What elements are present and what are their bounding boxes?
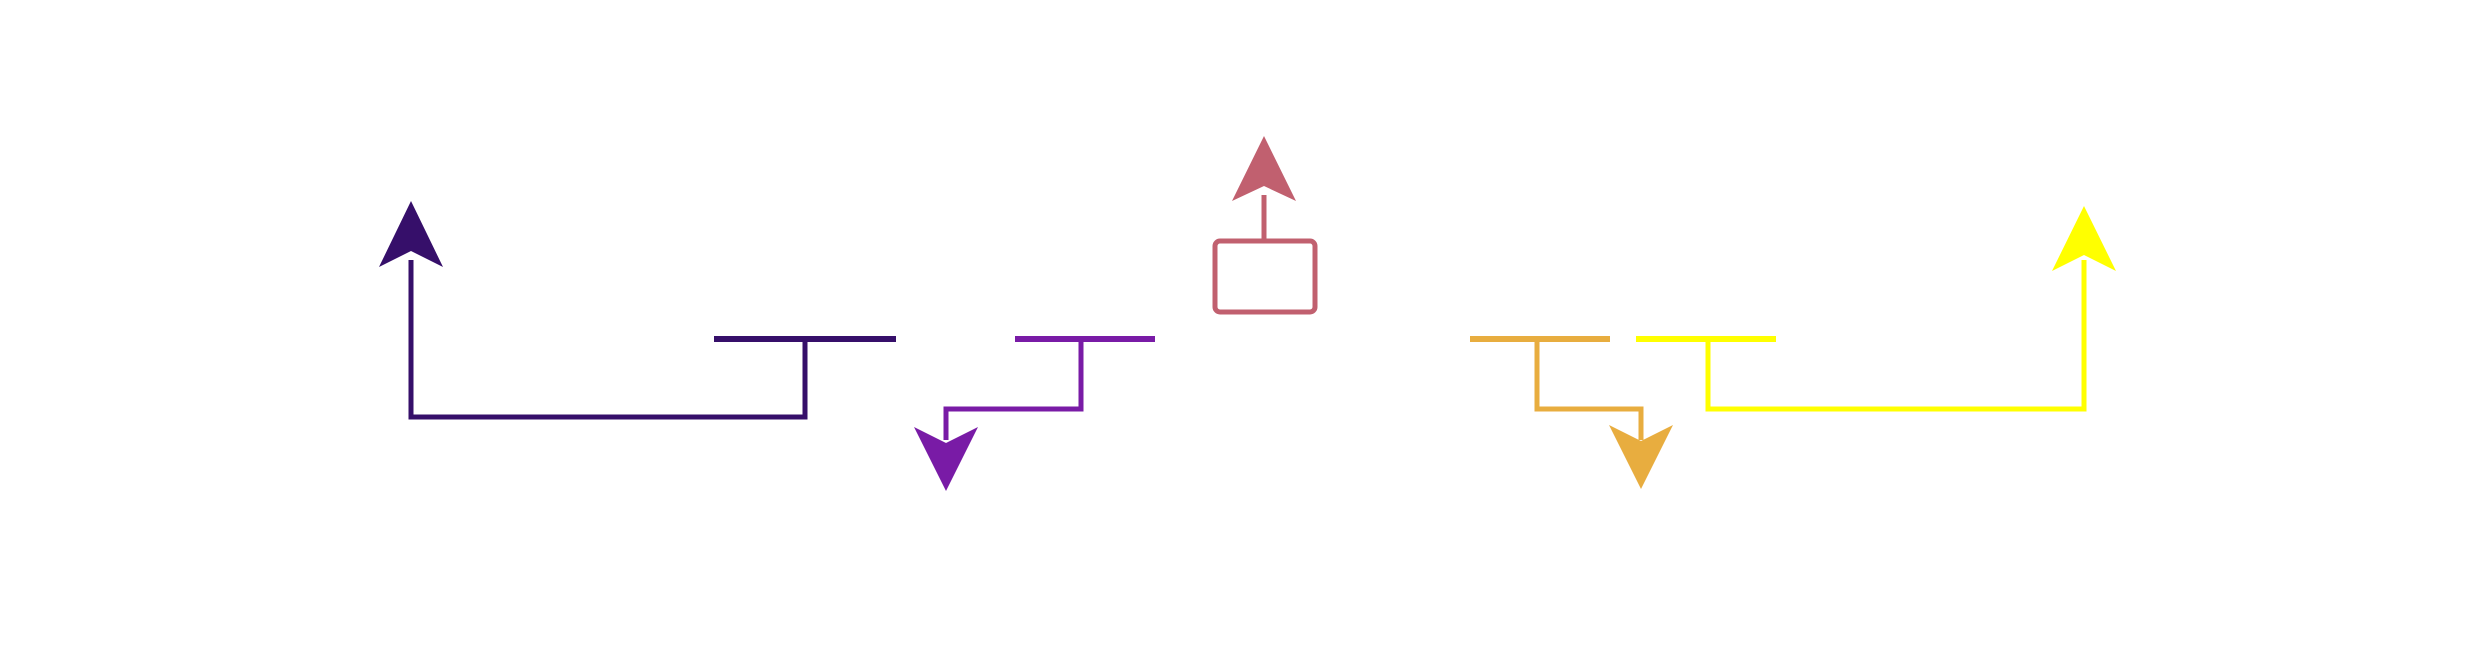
connector-3 bbox=[1212, 136, 1318, 315]
elbow-line-1 bbox=[408, 260, 808, 420]
arrow-down-icon bbox=[1609, 425, 1673, 489]
connector-2 bbox=[914, 336, 1155, 491]
arrow-up-icon bbox=[379, 201, 443, 267]
connector-4 bbox=[1470, 336, 1673, 489]
connector-1 bbox=[379, 201, 896, 420]
arrow-up-icon bbox=[1232, 136, 1296, 201]
connector-5 bbox=[1636, 206, 2116, 412]
elbow-line-5 bbox=[1705, 260, 2087, 412]
arrow-down-icon bbox=[914, 427, 978, 491]
box-node bbox=[1212, 238, 1318, 315]
arrow-up-icon bbox=[2052, 206, 2116, 271]
elbow-line-2 bbox=[943, 339, 1084, 440]
elbow-line-4 bbox=[1534, 339, 1644, 440]
